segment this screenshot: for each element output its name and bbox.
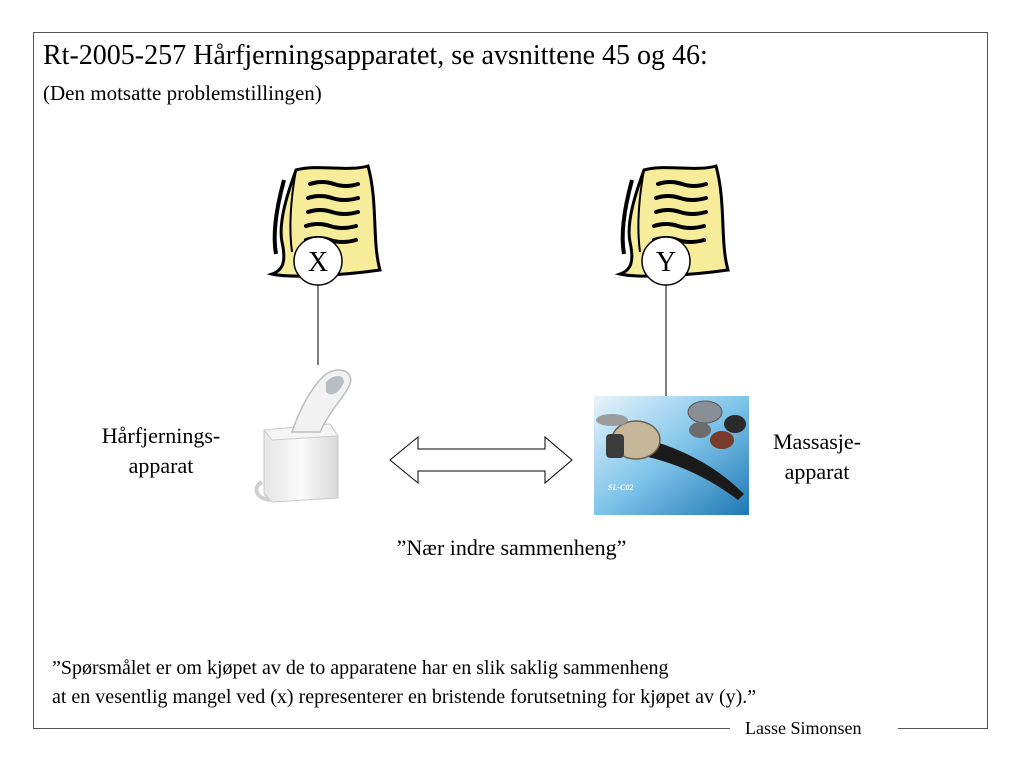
slide-title: Rt-2005-257 Hårfjerningsapparatet, se av… (43, 40, 708, 71)
double-arrow-icon (389, 435, 573, 485)
slide-subtitle: (Den motsatte problemstillingen) (43, 81, 322, 105)
party-y-label: Y (656, 247, 676, 278)
massage-device-label: Massasje- apparat (773, 429, 861, 484)
court-quote: ”Spørsmålet er om kjøpet av de to appara… (52, 657, 757, 708)
author-name: Lasse Simonsen (745, 718, 862, 738)
hair-removal-device-label: Hårfjernings- apparat (101, 423, 221, 478)
hair-removal-device-image (246, 366, 368, 506)
relation-caption: ”Nær indre sammenheng” (396, 535, 627, 560)
party-x-label: X (308, 247, 328, 278)
party-y-circle (641, 236, 691, 286)
party-x-circle (293, 236, 343, 286)
footer-gap (730, 724, 898, 736)
massage-device-image: SL-C02 (594, 396, 749, 515)
slide-frame (33, 32, 988, 729)
massage-device-model-text: SL-C02 (608, 483, 633, 492)
